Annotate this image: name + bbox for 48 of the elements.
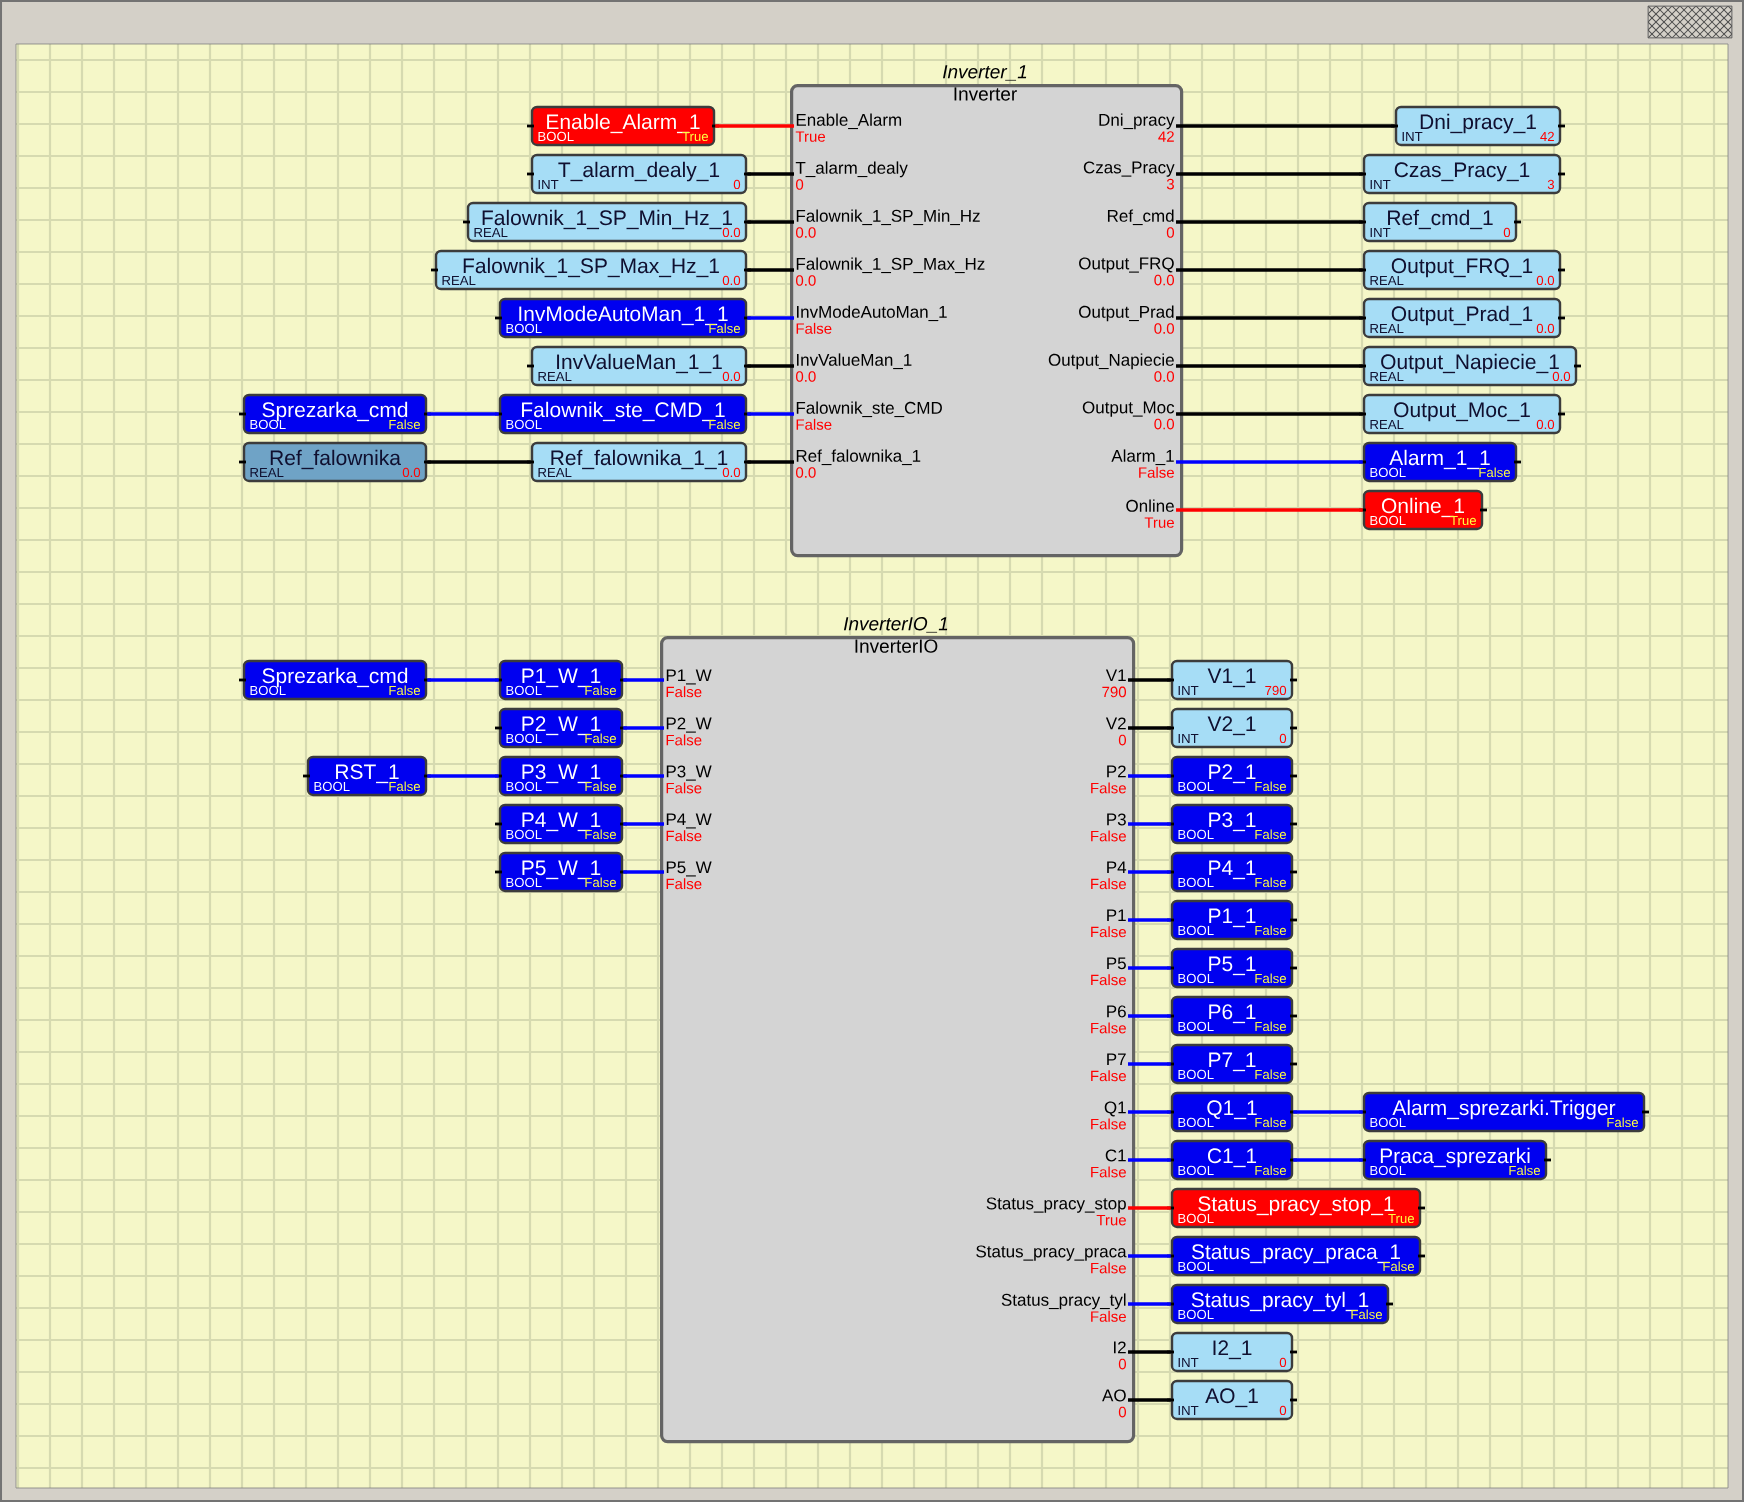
connector-line: [1176, 316, 1363, 320]
connector-line: [623, 678, 664, 682]
block-type-label: Inverter: [954, 87, 1017, 101]
instance-name: Inverter_1: [943, 65, 1027, 81]
connector-line: [1128, 918, 1171, 922]
connector-line: [1176, 508, 1363, 512]
connector-line: [1293, 1110, 1363, 1114]
connector-line: [1176, 220, 1363, 224]
connector-line: [623, 774, 664, 778]
connector-line: [1128, 774, 1171, 778]
connector-line: [747, 172, 794, 176]
connector-line: [427, 678, 499, 682]
connector-line: [747, 220, 794, 224]
connector-line: [1128, 1062, 1171, 1066]
connector-line: [1176, 172, 1363, 176]
connector-line: [1176, 268, 1363, 272]
connector-line: [1128, 726, 1171, 730]
connector-line: [1176, 364, 1363, 368]
connector-line: [747, 268, 794, 272]
connector-line: [1176, 124, 1395, 128]
connector-line: [1128, 822, 1171, 826]
connector-line: [715, 124, 794, 128]
connector-line: [1128, 1110, 1171, 1114]
connector-line: [1128, 870, 1171, 874]
connector-line: [1128, 1206, 1171, 1210]
connector-line: [623, 726, 664, 730]
connector-line: [1128, 1158, 1171, 1162]
connector-line: [1128, 1302, 1171, 1306]
connector-line: [623, 870, 664, 874]
connector-line: [1293, 1158, 1363, 1162]
connector-line: [427, 460, 531, 464]
connector-line: [1128, 678, 1171, 682]
connector-line: [1128, 1254, 1171, 1258]
connector-line: [747, 460, 794, 464]
connector-line: [747, 364, 794, 368]
connector-line: [1128, 1014, 1171, 1018]
connector-line: [747, 316, 794, 320]
connector-line: [1128, 966, 1171, 970]
connector-line: [1176, 460, 1363, 464]
connector-line: [1176, 412, 1363, 416]
connector-line: [427, 774, 499, 778]
connector-line: [1128, 1398, 1171, 1402]
connector-line: [623, 822, 664, 826]
connector-line: [1128, 1350, 1171, 1354]
connector-line: [427, 412, 499, 416]
connector-line: [747, 412, 794, 416]
instance-name: InverterIO_1: [843, 617, 948, 633]
block-type-label: InverterIO: [855, 639, 938, 653]
